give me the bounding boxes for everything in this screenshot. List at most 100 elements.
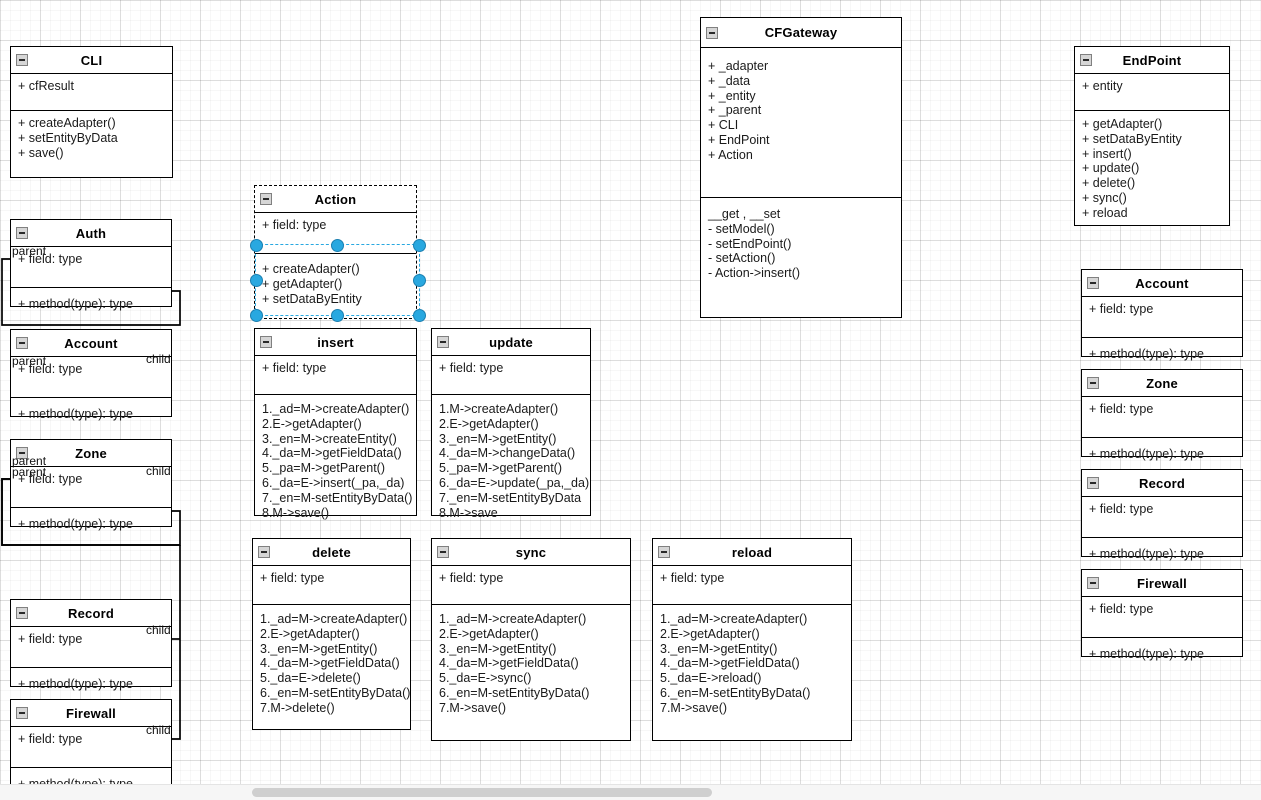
collapse-minus-icon[interactable]	[658, 546, 670, 558]
operation-row: 7._en=M-setEntityByData()	[262, 490, 413, 505]
operation-row: 3._en=M->getEntity()	[260, 641, 378, 656]
operation-row: + method(type): type	[18, 677, 133, 691]
uml-class-record-left[interactable]: Record + field: type + method(type): typ…	[10, 599, 172, 691]
uml-class-firewall-left[interactable]: Firewall + field: type + method(type): t…	[10, 699, 172, 791]
attributes-compartment: + cfResult	[11, 74, 172, 111]
operation-row: 2.E->getAdapter()	[439, 416, 539, 431]
uml-class-delete[interactable]: delete + field: type 1._ad=M->createAdap…	[252, 538, 411, 730]
operation-row: 7.M->delete()	[260, 700, 335, 715]
resize-handle-n[interactable]	[330, 238, 344, 252]
attributes-compartment: + _adapter + _data + _entity + _parent +…	[701, 48, 901, 198]
collapse-minus-icon[interactable]	[1087, 477, 1099, 489]
operation-row: 4._da=M->getFieldData()	[262, 446, 402, 461]
attribute-row: + _data	[708, 73, 751, 88]
operation-row: 7.M->save()	[660, 700, 728, 715]
operation-row: 6._da=E->insert(_pa,_da)	[262, 475, 405, 490]
horizontal-scrollbar[interactable]	[0, 784, 1261, 800]
attributes-compartment: + field: type	[1082, 597, 1242, 638]
operations-compartment: 1._ad=M->createAdapter() 2.E->getAdapter…	[255, 395, 416, 525]
operation-row: 3._en=M->getEntity()	[439, 641, 557, 656]
collapse-minus-icon[interactable]	[16, 227, 28, 239]
uml-class-cli[interactable]: CLI + cfResult + createAdapter() + setEn…	[10, 46, 173, 178]
collapse-minus-icon[interactable]	[1087, 277, 1099, 289]
operations-compartment: + createAdapter() + setEntityByData + sa…	[11, 111, 172, 177]
attributes-compartment: + field: type	[432, 566, 630, 605]
scrollbar-thumb[interactable]	[252, 788, 712, 797]
collapse-minus-icon[interactable]	[437, 336, 449, 348]
collapse-minus-icon[interactable]	[16, 607, 28, 619]
operation-row: 2.E->getAdapter()	[660, 626, 760, 641]
class-header: CLI	[11, 47, 172, 74]
collapse-minus-icon[interactable]	[16, 447, 28, 459]
class-header: Firewall	[11, 700, 171, 727]
uml-class-zone-left[interactable]: Zone + field: type + method(type): type	[10, 439, 172, 531]
class-title: Record	[1139, 475, 1185, 491]
uml-class-insert[interactable]: insert + field: type 1._ad=M->createAdap…	[254, 328, 417, 520]
resize-handle-nw[interactable]	[249, 238, 263, 252]
uml-class-firewall-right[interactable]: Firewall + field: type + method(type): t…	[1081, 569, 1243, 661]
class-header: Firewall	[1082, 570, 1242, 597]
class-title: Zone	[1146, 375, 1178, 391]
collapse-minus-icon[interactable]	[706, 26, 718, 39]
attribute-row: + field: type	[260, 571, 325, 585]
resize-handle-sw[interactable]	[249, 308, 263, 322]
class-header: Record	[1082, 470, 1242, 497]
class-header: reload	[653, 539, 851, 566]
uml-class-sync[interactable]: sync + field: type 1._ad=M->createAdapte…	[431, 538, 631, 741]
operations-compartment: + method(type): type	[11, 508, 171, 537]
collapse-minus-icon[interactable]	[16, 707, 28, 719]
uml-class-account-left[interactable]: Account + field: type + method(type): ty…	[10, 329, 172, 421]
operation-row: 4._da=M->changeData()	[439, 446, 576, 461]
collapse-minus-icon[interactable]	[1080, 54, 1092, 66]
operation-row: 6._en=M-setEntityByData()	[439, 685, 590, 700]
resize-handle-se[interactable]	[412, 308, 426, 322]
resize-handle-ne[interactable]	[412, 238, 426, 252]
uml-class-auth[interactable]: Auth + field: type + method(type): type	[10, 219, 172, 311]
class-header: Zone	[11, 440, 171, 467]
collapse-minus-icon[interactable]	[260, 336, 272, 348]
class-title: insert	[317, 334, 354, 350]
operation-row: + method(type): type	[1089, 647, 1204, 661]
operation-row: + insert()	[1082, 146, 1132, 161]
operation-row: 6._en=M-setEntityByData()	[260, 685, 411, 700]
operations-compartment: 1._ad=M->createAdapter() 2.E->getAdapter…	[653, 605, 851, 721]
uml-class-cfgateway[interactable]: CFGateway + _adapter + _data + _entity +…	[700, 17, 902, 318]
operation-row: 3._en=M->getEntity()	[660, 641, 778, 656]
uml-class-reload[interactable]: reload + field: type 1._ad=M->createAdap…	[652, 538, 852, 741]
operation-row: + getAdapter()	[262, 276, 343, 291]
operation-row: 8.M->save()	[262, 505, 330, 520]
class-title: Zone	[75, 445, 107, 461]
collapse-minus-icon[interactable]	[1087, 577, 1099, 589]
uml-class-action[interactable]: Action + field: type + createAdapter() +…	[254, 185, 417, 319]
operation-row: - setModel()	[708, 221, 775, 236]
collapse-minus-icon[interactable]	[1087, 377, 1099, 389]
resize-handle-e[interactable]	[412, 273, 426, 287]
collapse-minus-icon[interactable]	[260, 193, 272, 205]
operation-row: 7.M->save()	[439, 700, 507, 715]
operation-row: 5._da=E->reload()	[660, 671, 762, 686]
attributes-compartment: + field: type	[11, 727, 171, 768]
operation-row: 2.E->getAdapter()	[262, 416, 362, 431]
collapse-minus-icon[interactable]	[16, 54, 28, 66]
collapse-minus-icon[interactable]	[437, 546, 449, 558]
attribute-row: + Action	[708, 147, 753, 162]
collapse-minus-icon[interactable]	[258, 546, 270, 558]
class-title: CFGateway	[764, 25, 838, 40]
uml-class-record-right[interactable]: Record + field: type + method(type): typ…	[1081, 469, 1243, 561]
operation-row: - Action->insert()	[708, 266, 801, 281]
class-header: Account	[1082, 270, 1242, 297]
uml-class-update[interactable]: update + field: type 1.M->createAdapter(…	[431, 328, 591, 520]
collapse-minus-icon[interactable]	[16, 337, 28, 349]
uml-class-zone-right[interactable]: Zone + field: type + method(type): type	[1081, 369, 1243, 461]
edge-label-account-child: child	[146, 352, 171, 366]
attributes-compartment: + field: type	[253, 566, 410, 605]
operation-row: 5._da=E->sync()	[439, 671, 532, 686]
edge-label-zone-parent-a: parent	[12, 454, 47, 468]
resize-handle-s[interactable]	[330, 308, 344, 322]
edge-label-record-child: child	[146, 623, 171, 637]
uml-class-endpoint[interactable]: EndPoint + entity + getAdapter() + setDa…	[1074, 46, 1230, 226]
resize-handle-w[interactable]	[249, 273, 263, 287]
uml-class-account-right[interactable]: Account + field: type + method(type): ty…	[1081, 269, 1243, 361]
operations-compartment: __get , __set - setModel() - setEndPoint…	[701, 198, 901, 286]
